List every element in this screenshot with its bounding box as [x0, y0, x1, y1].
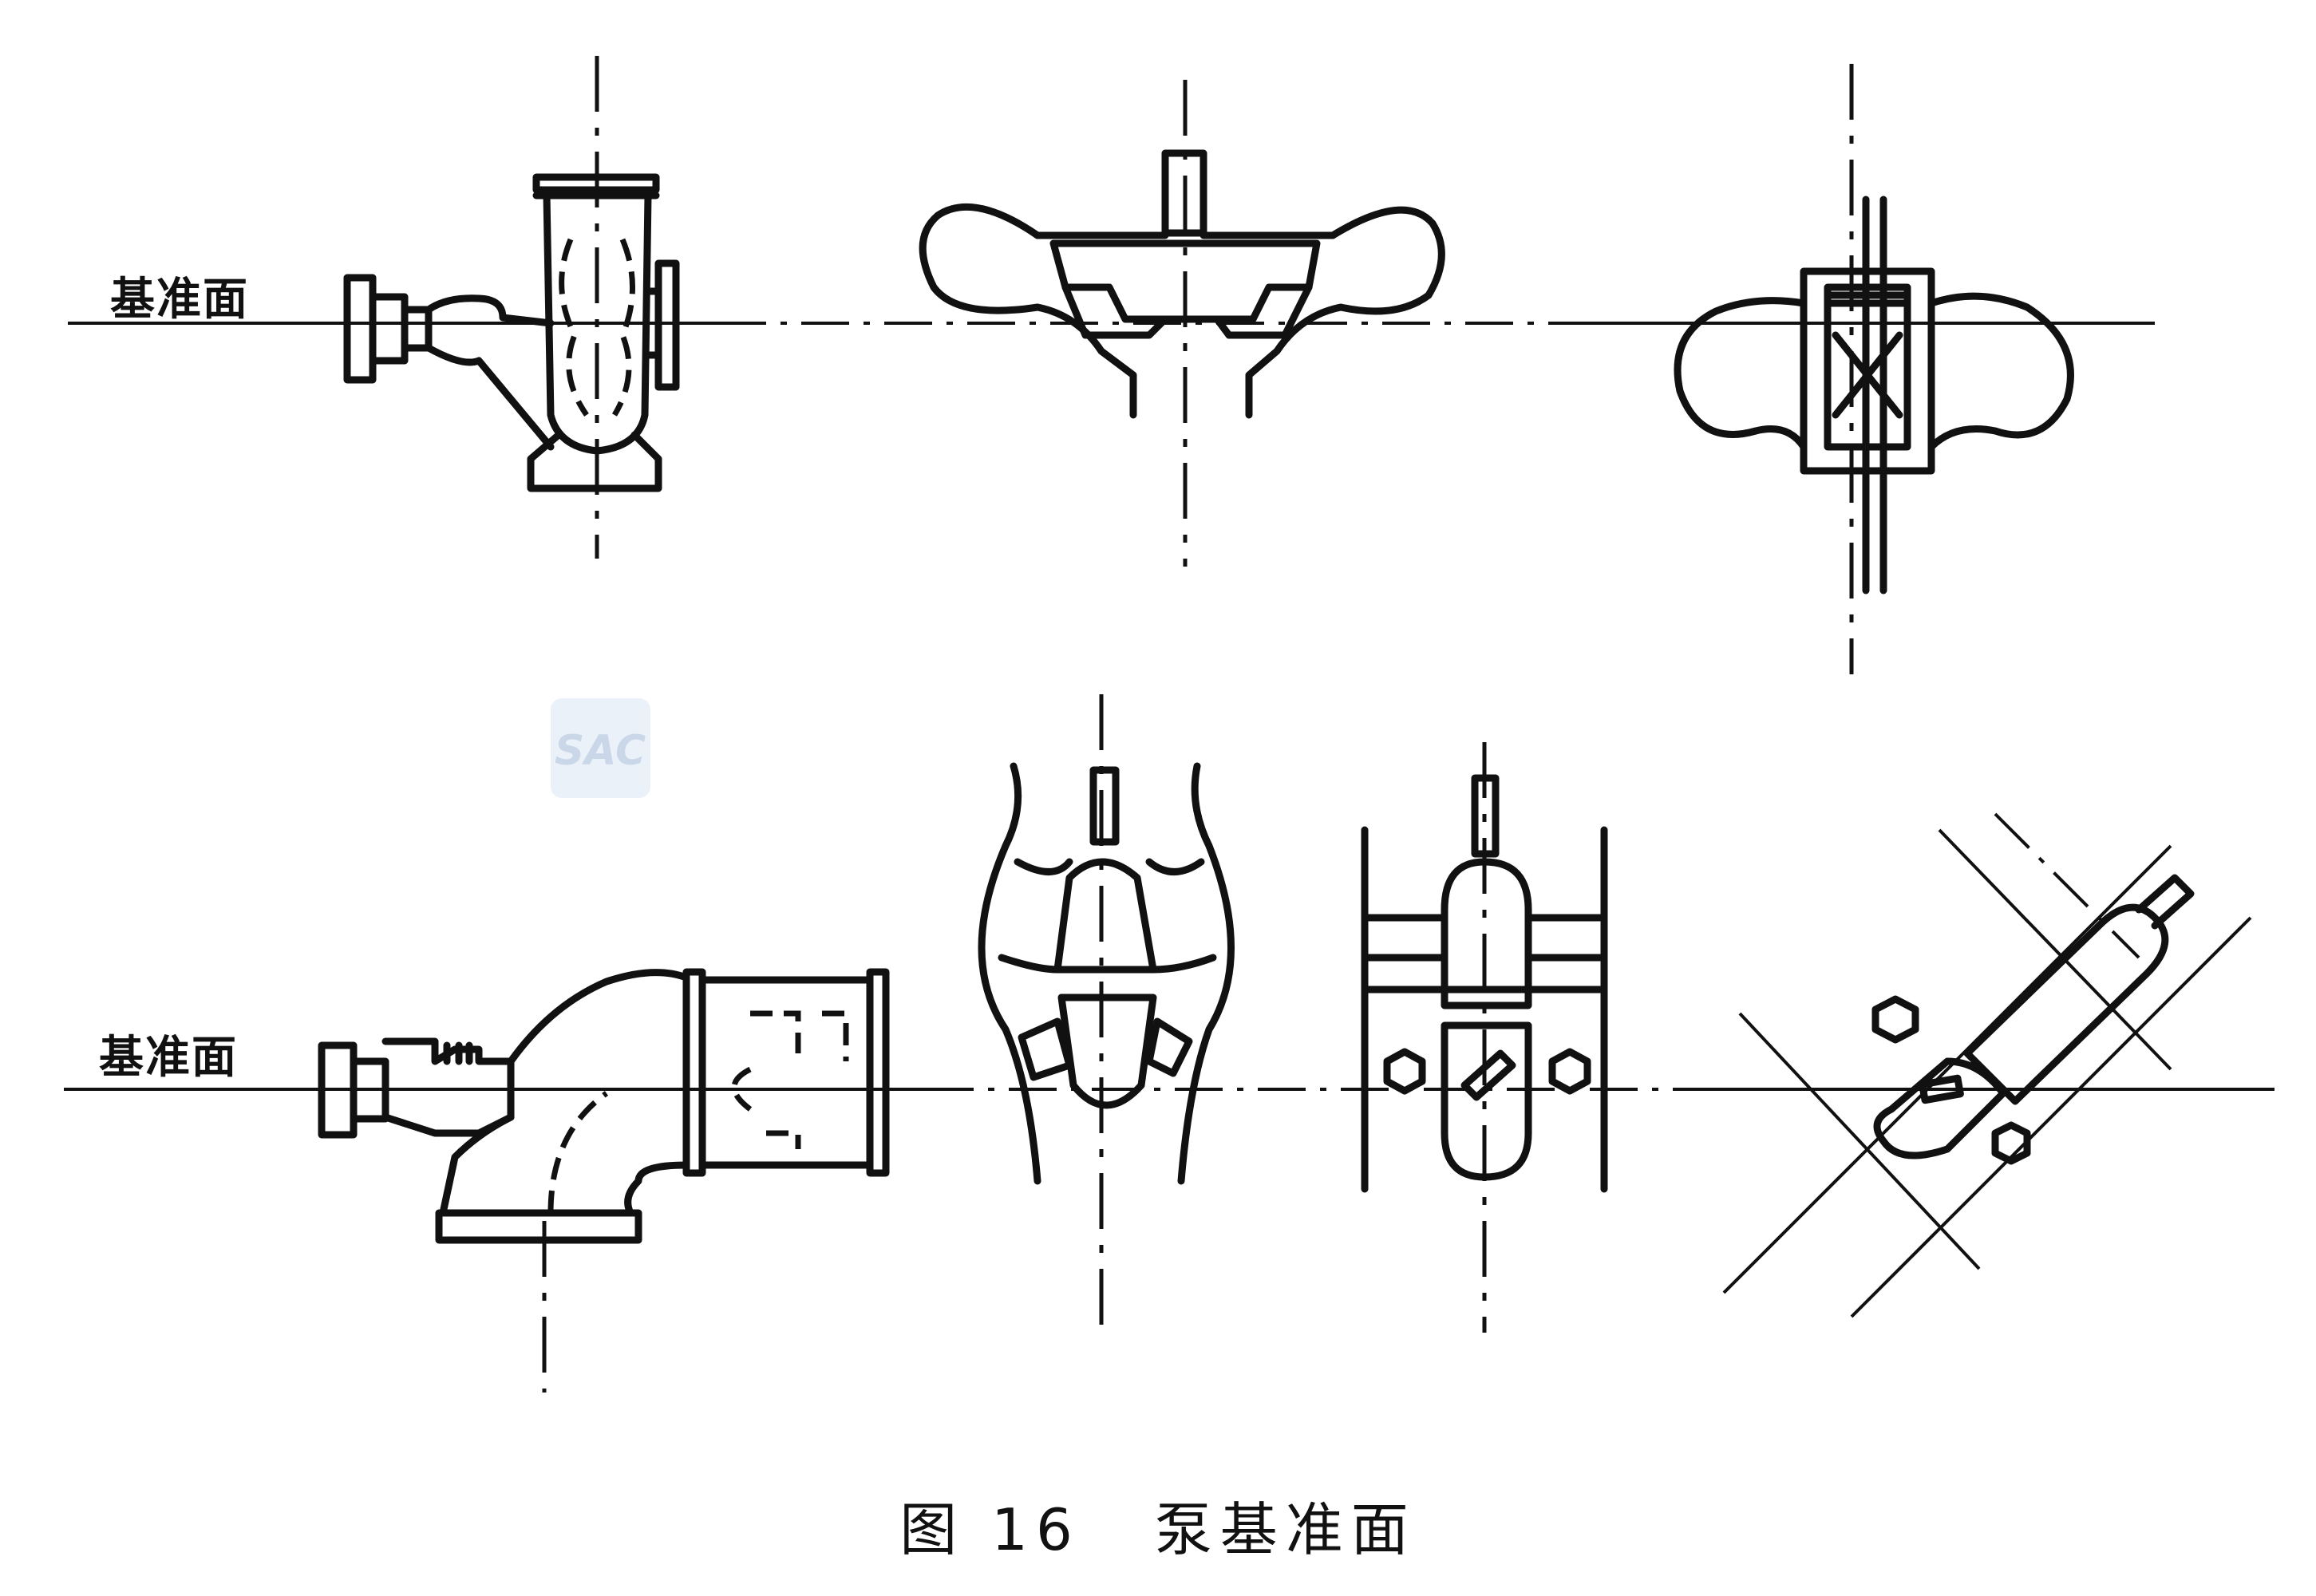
pump-top-1 [343, 56, 680, 559]
figure-title: 泵基准面 [1154, 1496, 1417, 1563]
datum-label-bottom: 基准面 [99, 1031, 238, 1084]
pump-top-3 [1674, 64, 2074, 674]
pump-bottom-2 [978, 694, 1235, 1341]
pump-bottom-3 [1361, 742, 1608, 1333]
figure-number: 图 16 [899, 1496, 1081, 1563]
sac-watermark-logo: SAC [551, 698, 650, 798]
pump-bottom-1 [318, 968, 890, 1393]
figure-caption: 图 16 泵基准面 [0, 1483, 2316, 1566]
datum-label-top: 基准面 [110, 273, 249, 326]
svg-text:SAC: SAC [555, 727, 646, 775]
pump-top-2 [919, 80, 1445, 567]
pump-bottom-4 [1722, 812, 2252, 1318]
